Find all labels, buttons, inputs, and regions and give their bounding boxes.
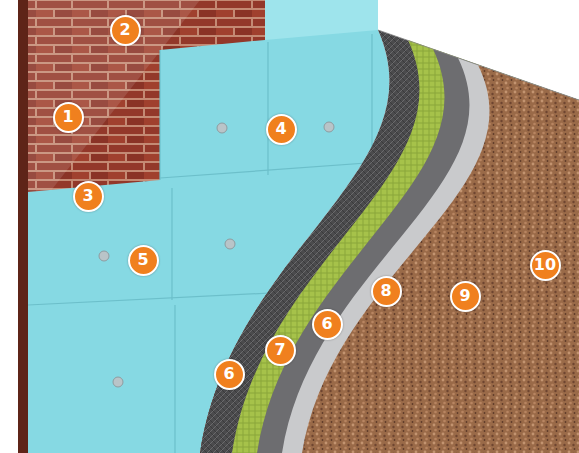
- callout-number: 6: [312, 309, 343, 340]
- callout-number: 7: [265, 335, 296, 366]
- callout-number: 3: [73, 181, 104, 212]
- callout-number: 1: [53, 102, 84, 133]
- callout-number: 2: [110, 15, 141, 46]
- callout-number: 6: [214, 359, 245, 390]
- callout-number: 4: [266, 114, 297, 145]
- callout-number: 10: [530, 250, 561, 281]
- wall-side: [18, 0, 28, 453]
- callout-number: 8: [371, 276, 402, 307]
- reinforcing-mesh: [232, 40, 579, 453]
- adhesive-layer: [200, 30, 579, 453]
- callout-number: 9: [450, 281, 481, 312]
- primer-layer: [282, 58, 579, 453]
- top-board: [265, 0, 378, 40]
- base-coat: [257, 49, 579, 453]
- top-edge: [378, 30, 579, 100]
- render-finish: [302, 65, 579, 453]
- callout-number: 5: [128, 245, 159, 276]
